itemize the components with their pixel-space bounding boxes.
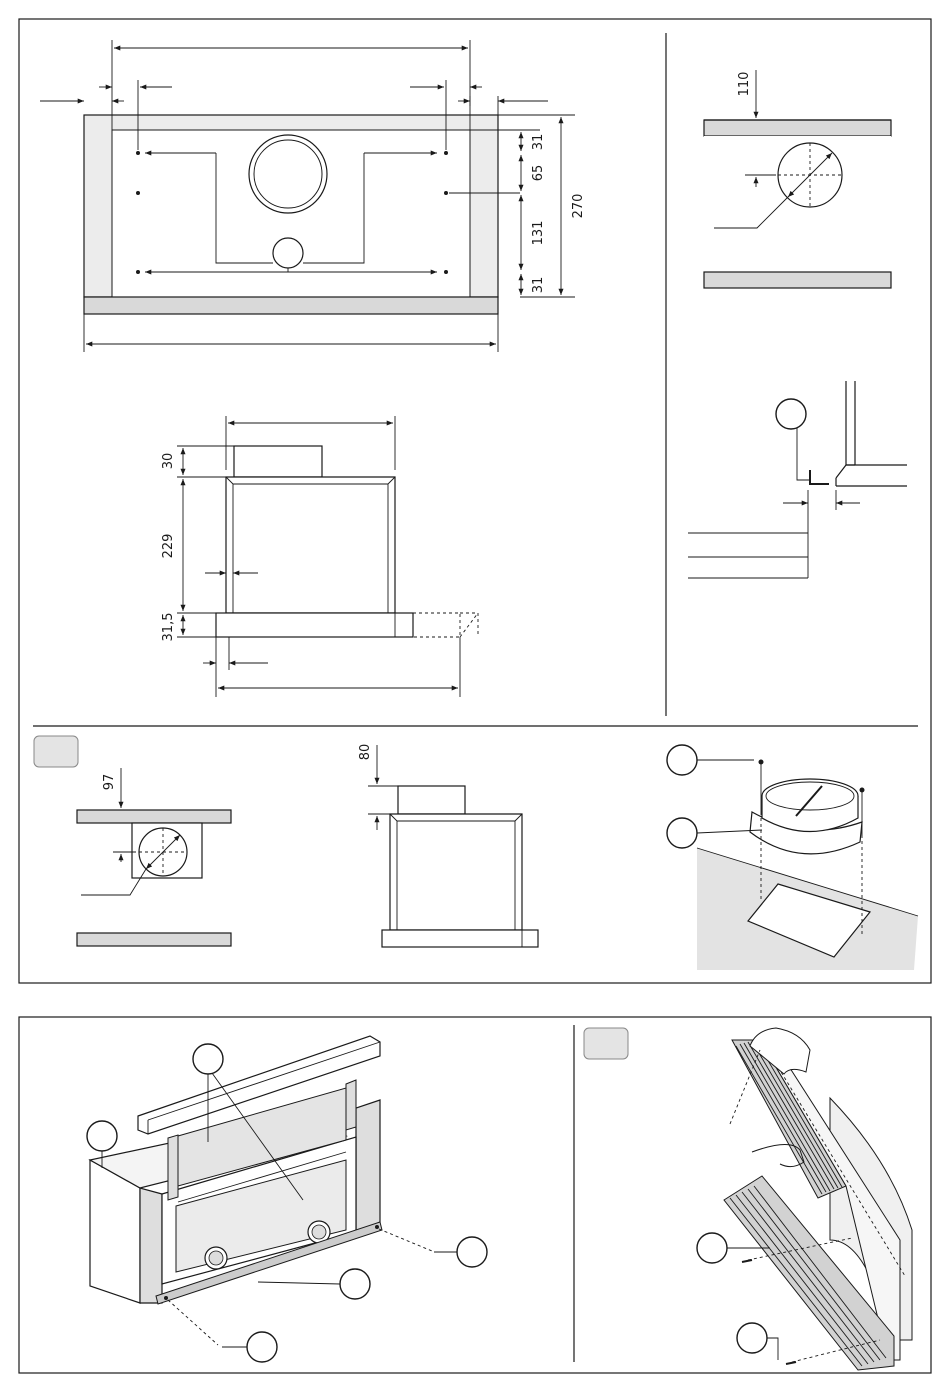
grille-removal	[584, 1028, 912, 1370]
callout-grille	[697, 1233, 727, 1263]
side-view: 30 229 31,5	[161, 416, 478, 697]
dim-270: 270	[571, 194, 586, 219]
dim-65: 65	[531, 165, 546, 182]
dim-229: 229	[161, 534, 176, 559]
duct-adapter-illustration	[667, 745, 918, 970]
dim-31-bottom: 31	[531, 277, 546, 294]
detail-cutout-small: 97	[34, 736, 231, 946]
dim-31-top: 31	[531, 134, 546, 151]
callout-screw	[667, 745, 697, 775]
dim-30: 30	[161, 453, 176, 470]
variant-tag-2	[584, 1028, 628, 1059]
dim-97: 97	[102, 774, 117, 791]
callout-trim-strip	[340, 1269, 370, 1299]
callout-glass	[193, 1044, 223, 1074]
hood-perspective	[87, 1036, 487, 1362]
callout-adapter	[667, 818, 697, 848]
variant-tag-1	[34, 736, 78, 767]
detail-bracket	[688, 381, 907, 578]
callout-screw-bottom	[247, 1332, 277, 1362]
side-view-small: 80	[358, 744, 538, 947]
detail-duct-circle: 110	[704, 70, 891, 288]
callout-bracket	[776, 399, 806, 429]
callout-side-panel	[87, 1121, 117, 1151]
dim-110: 110	[737, 72, 752, 97]
callout-screw-grille	[737, 1323, 767, 1353]
dim-131: 131	[531, 221, 546, 246]
dim-80: 80	[358, 744, 373, 761]
front-view: 31 65 131 31 270	[40, 40, 586, 352]
dim-31-5: 31,5	[161, 613, 176, 642]
callout-screw-right	[457, 1237, 487, 1267]
